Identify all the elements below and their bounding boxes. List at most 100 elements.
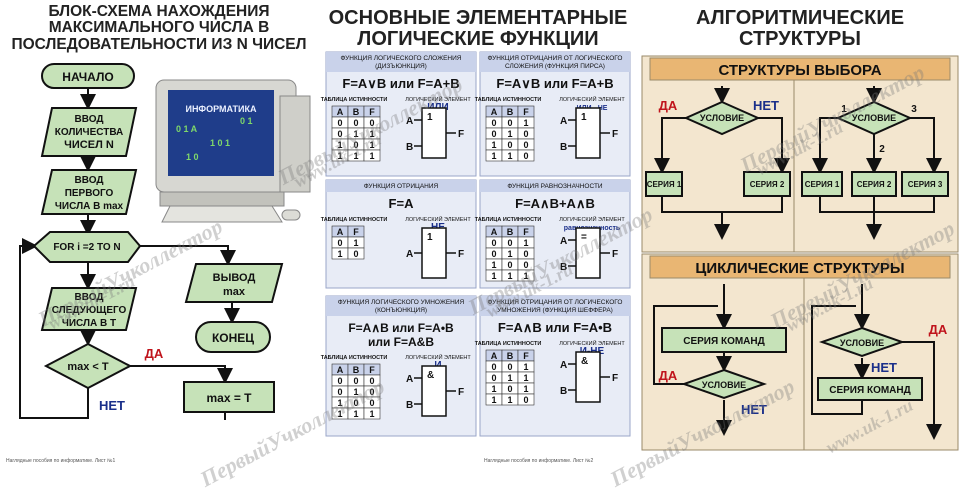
card-caption-nand: УМНОЖЕНИЯ (ФУНКЦИЯ ШЕФФЕРА) bbox=[497, 307, 613, 314]
truth-value: 1 bbox=[337, 140, 342, 150]
cycle-title-bar bbox=[649, 255, 951, 279]
assign-label: max = T bbox=[206, 391, 252, 405]
truth-header-F: F bbox=[369, 365, 375, 375]
dowhile-commands-label: СЕРИЯ КОМАНД bbox=[683, 336, 765, 347]
truth-value: 0 bbox=[369, 376, 374, 386]
switch-series2-label: СЕРИЯ 2 bbox=[857, 180, 892, 189]
truth-value: 1 bbox=[507, 129, 512, 139]
element-label: ЛОГИЧЕСКИЙ ЭЛЕМЕНТ bbox=[559, 339, 625, 347]
truth-value: 0 bbox=[353, 249, 358, 259]
if-condition-diamond bbox=[683, 100, 761, 136]
truth-value: 1 bbox=[353, 409, 358, 419]
gate-input-A: A bbox=[406, 249, 413, 260]
truth-value: 1 bbox=[337, 151, 342, 161]
input-next-block bbox=[40, 287, 138, 331]
truth-value: 1 bbox=[507, 373, 512, 383]
gate-input-A: A bbox=[406, 116, 413, 127]
truth-value: 1 bbox=[523, 238, 528, 248]
truth-value: 0 bbox=[523, 129, 528, 139]
gate-not bbox=[421, 227, 447, 279]
card-caption-and: ФУНКЦИЯ ЛОГИЧЕСКОГО УМНОЖЕНИЯ bbox=[338, 299, 465, 306]
input-next-label-3: ЧИСЛА В T bbox=[62, 318, 116, 329]
truth-value: 1 bbox=[369, 409, 374, 419]
if-series1-block bbox=[645, 171, 683, 197]
card-caption-eqv: ФУНКЦИЯ РАВНОЗНАЧНОСТИ bbox=[507, 183, 603, 190]
card-caption-nor: СЛОЖЕНИЯ (ФУНКЦИЯ ПИРСА) bbox=[505, 63, 605, 70]
element-label: ЛОГИЧЕСКИЙ ЭЛЕМЕНТ bbox=[559, 95, 625, 103]
truth-value: 0 bbox=[491, 129, 496, 139]
truth-value: 0 bbox=[507, 384, 512, 394]
truth-value: 0 bbox=[353, 398, 358, 408]
card-caption-bg-nor bbox=[480, 52, 630, 72]
truth-table-label: ТАБЛИЦА ИСТИННОСТИ bbox=[321, 355, 388, 361]
no-label: НЕТ bbox=[99, 398, 125, 413]
card-caption-bg-not bbox=[326, 180, 476, 192]
truth-value: 0 bbox=[491, 249, 496, 259]
truth-value: 0 bbox=[491, 362, 496, 372]
formula-nor: F=A∨B или F=A+B bbox=[496, 76, 613, 91]
while-commands-label: СЕРИЯ КОМАНД bbox=[829, 385, 911, 396]
output-label-2: max bbox=[223, 286, 246, 298]
if-yes-label: ДА bbox=[659, 98, 678, 113]
truth-value: 0 bbox=[337, 387, 342, 397]
truth-value: 1 bbox=[353, 238, 358, 248]
loop-label: FOR i =2 TO N bbox=[53, 242, 120, 253]
truth-table-label: ТАБЛИЦА ИСТИННОСТИ bbox=[475, 217, 542, 223]
dowhile-condition-label: УСЛОВИЕ bbox=[702, 380, 746, 390]
truth-value: 0 bbox=[369, 398, 374, 408]
truth-value: 1 bbox=[491, 395, 496, 405]
truth-header-F: F bbox=[523, 227, 529, 237]
gate-output-F: F bbox=[612, 129, 618, 140]
truth-value: 0 bbox=[337, 129, 342, 139]
svg-text:1 0 1: 1 0 1 bbox=[210, 138, 230, 148]
monitor-label: ИНФОРМАТИКА bbox=[185, 104, 257, 114]
gate-symbol-and: & bbox=[427, 370, 434, 381]
panel1-footer: Наглядные пособия по информатике. Лист №… bbox=[6, 458, 115, 464]
truth-value: 1 bbox=[491, 384, 496, 394]
gate-output-F: F bbox=[458, 129, 464, 140]
case-2-label: 2 bbox=[879, 144, 885, 155]
truth-table-label: ТАБЛИЦА ИСТИННОСТИ bbox=[321, 97, 388, 103]
formula-or: F=A∨B или F=A+B bbox=[342, 76, 459, 91]
truth-value: 1 bbox=[369, 129, 374, 139]
truth-value: 1 bbox=[523, 362, 528, 372]
truth-value: 0 bbox=[353, 376, 358, 386]
gate-input-B: B bbox=[560, 386, 567, 397]
truth-value: 1 bbox=[491, 140, 496, 150]
truth-value: 1 bbox=[507, 151, 512, 161]
truth-header-B: B bbox=[353, 365, 360, 375]
truth-value: 0 bbox=[523, 249, 528, 259]
logic-cards: ФУНКЦИЯ ЛОГИЧЕСКОГО СЛОЖЕНИЯ(ДИЗЪЮНКЦИЯ)… bbox=[321, 51, 631, 464]
truth-value: 1 bbox=[507, 249, 512, 259]
gate-symbol-nand: & bbox=[581, 356, 588, 367]
formula-nand: F=A∧B или F=A•B bbox=[498, 320, 612, 335]
computer-illustration: 0 1 A1 0 11 00 1 ИНФОРМАТИКА bbox=[155, 79, 311, 223]
truth-cell bbox=[517, 149, 535, 162]
truth-value: 1 bbox=[337, 249, 342, 259]
gate-input-A: A bbox=[560, 116, 567, 127]
truth-value: 0 bbox=[507, 260, 512, 270]
switch-series2-block bbox=[851, 171, 897, 197]
truth-value: 1 bbox=[353, 151, 358, 161]
truth-value: 0 bbox=[491, 238, 496, 248]
element-label: ЛОГИЧЕСКИЙ ЭЛЕМЕНТ bbox=[405, 215, 471, 223]
gate-input-B: B bbox=[560, 262, 567, 273]
truth-header-A: A bbox=[491, 227, 498, 237]
while-yes-label: ДА bbox=[929, 322, 948, 337]
truth-cell bbox=[363, 407, 381, 420]
truth-value: 0 bbox=[337, 376, 342, 386]
truth-value: 0 bbox=[507, 118, 512, 128]
gate-symbol-not: 1 bbox=[427, 232, 433, 243]
condition-diamond bbox=[43, 342, 133, 390]
switch-condition-label: УСЛОВИЕ bbox=[852, 113, 896, 123]
yes-label: ДА bbox=[145, 346, 164, 361]
truth-value: 0 bbox=[507, 140, 512, 150]
card-caption-bg-nand bbox=[480, 296, 630, 316]
gate-or bbox=[421, 107, 447, 159]
truth-table-label: ТАБЛИЦА ИСТИННОСТИ bbox=[475, 97, 542, 103]
truth-value: 1 bbox=[353, 129, 358, 139]
assign-block bbox=[183, 381, 275, 413]
output-block bbox=[184, 263, 284, 303]
truth-header-A: A bbox=[337, 227, 344, 237]
truth-value: 0 bbox=[507, 238, 512, 248]
